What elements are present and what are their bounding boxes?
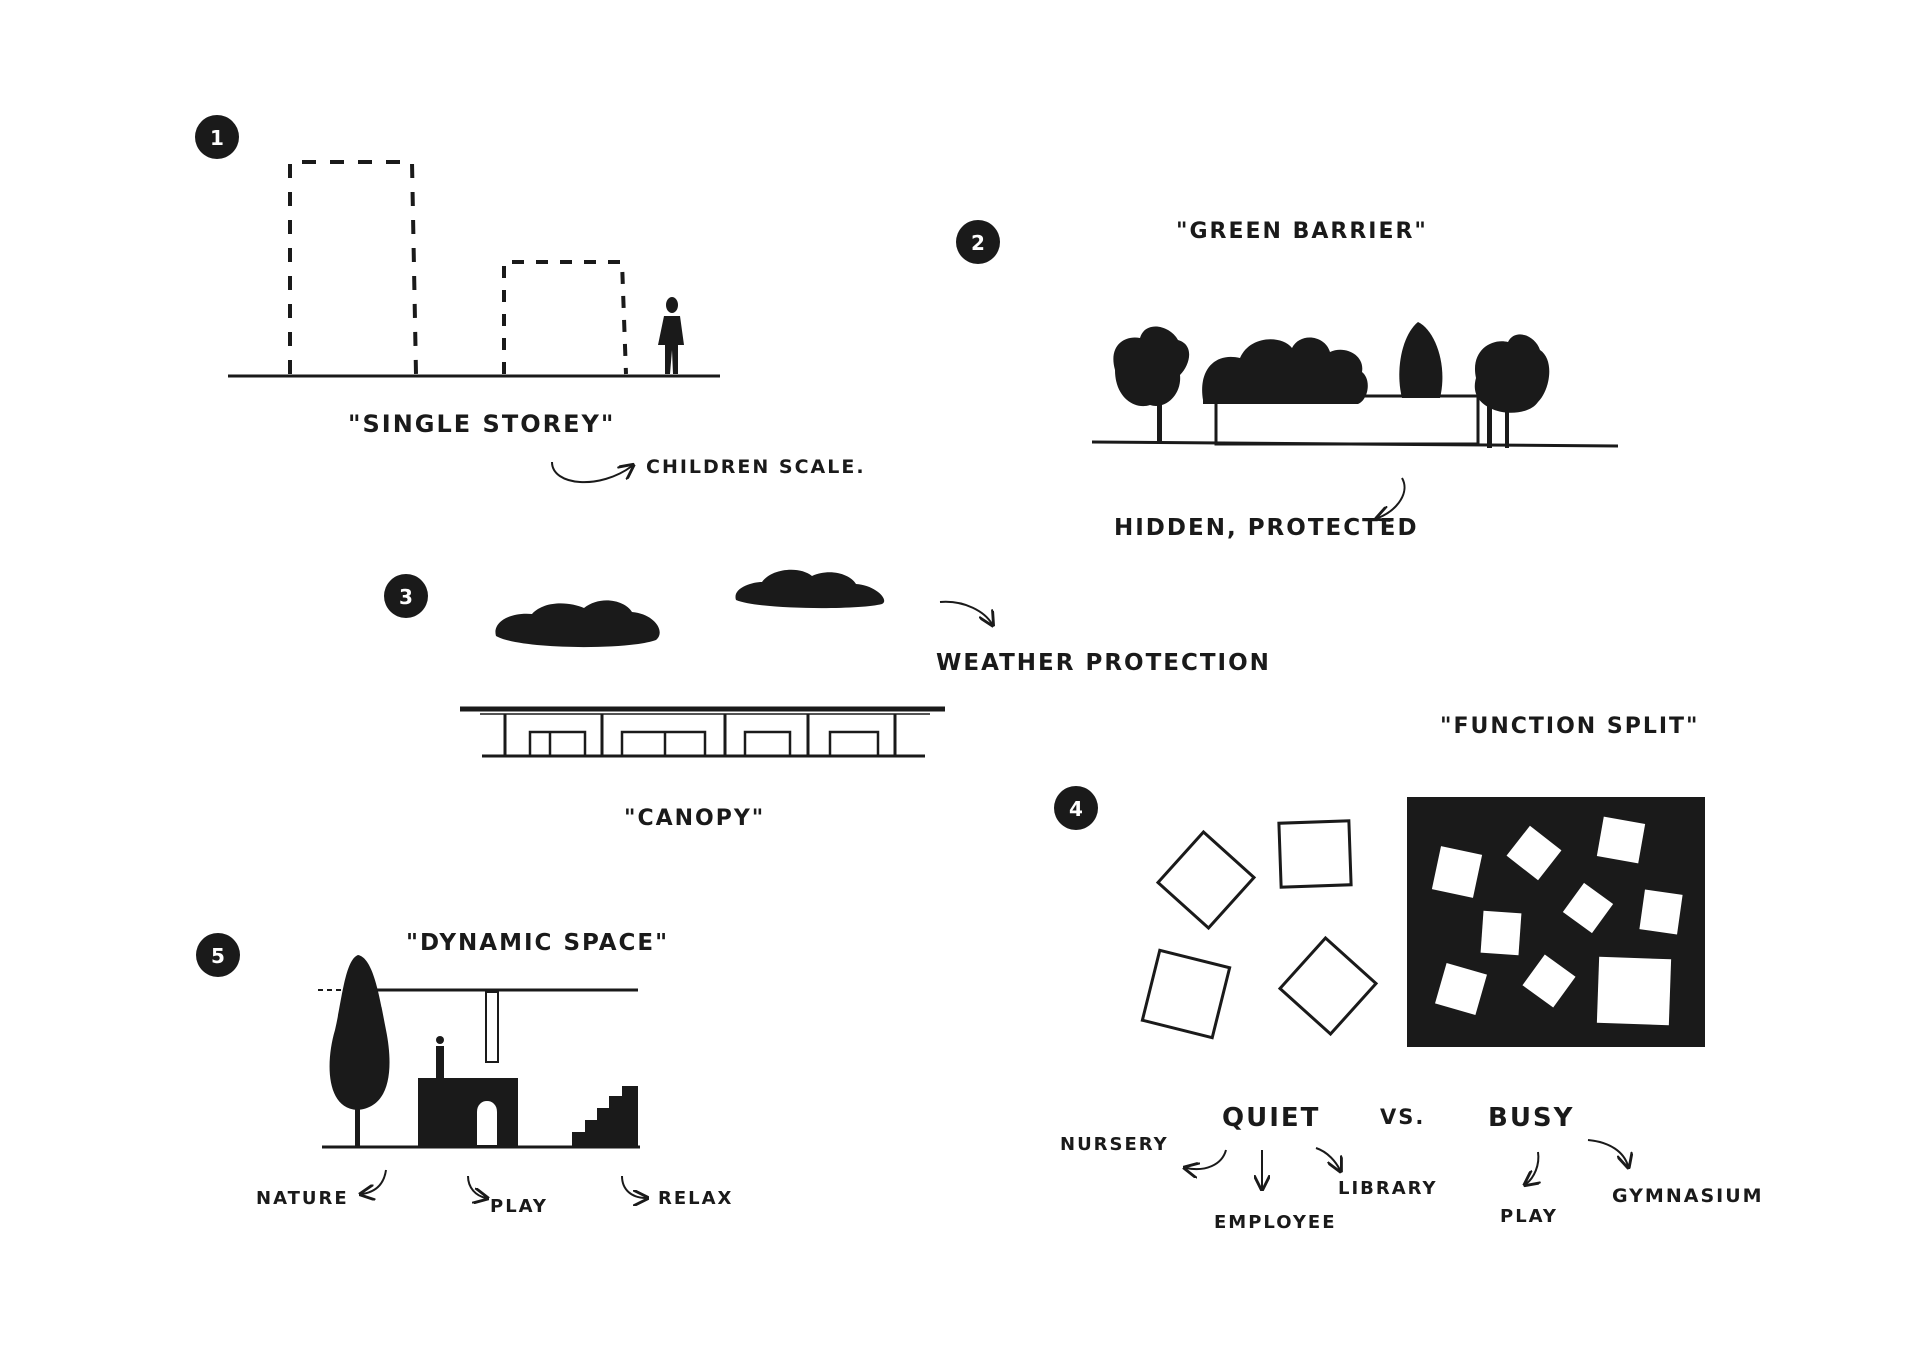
canopy-title: "CANOPY" — [624, 806, 765, 831]
number-badge-3-label: 3 — [399, 585, 413, 609]
weather-protection-note: WEATHER PROTECTION — [936, 650, 1271, 676]
play-label: PLAY — [490, 1196, 548, 1217]
arrow-to-play — [468, 1176, 486, 1198]
hedge-cluster — [1202, 337, 1368, 404]
relax-label: RELAX — [658, 1188, 733, 1209]
green-barrier-title: "GREEN BARRIER" — [1176, 219, 1428, 244]
arrow-to-weather-protection — [940, 602, 992, 624]
hanging-element — [486, 992, 498, 1062]
children-scale-note: CHILDREN SCALE. — [646, 456, 866, 478]
arrow-to-hidden-protected — [1378, 478, 1405, 518]
canopy-tree-right — [735, 570, 884, 608]
arrow-to-nursery — [1186, 1150, 1226, 1169]
dynamic-space-title: "DYNAMIC SPACE" — [406, 930, 669, 956]
stairs — [572, 1086, 638, 1146]
arrow-to-relax — [622, 1176, 646, 1198]
gymnasium-label: GYMNASIUM — [1612, 1185, 1764, 1207]
arrow-to-nature — [362, 1170, 386, 1194]
right-tree-icon — [1475, 334, 1550, 448]
library-label: LIBRARY — [1338, 1178, 1438, 1199]
play-block — [418, 1078, 518, 1146]
tall-building-outline — [290, 162, 416, 374]
sketch-3-canopy: 3 WEATHER PROTECTION "CANOPY" — [384, 570, 1271, 831]
ground-line-2 — [1092, 442, 1618, 446]
number-badge-2-label: 2 — [971, 231, 985, 255]
low-building-outline — [504, 262, 626, 374]
canopy-tree-left — [495, 600, 659, 647]
narrow-tree-icon — [1399, 322, 1442, 398]
arrow-to-gymnasium — [1588, 1140, 1628, 1166]
arrow-to-library — [1316, 1148, 1340, 1170]
vs-label: VS. — [1380, 1105, 1425, 1129]
nursery-label: NURSERY — [1060, 1134, 1169, 1155]
sketch-2-green-barrier: 2 "GREEN BARRIER" HIDDEN, PROTECTED — [956, 219, 1618, 541]
busy-label: BUSY — [1488, 1103, 1574, 1133]
single-storey-title: "SINGLE STOREY" — [348, 410, 615, 438]
arrow-to-play — [1526, 1152, 1538, 1184]
sketch-4-function-split: 4 "FUNCTION SPLIT" QUIET VS. BUSY — [1054, 714, 1764, 1233]
left-tree-icon — [1113, 326, 1189, 444]
person-on-block-icon — [436, 1036, 444, 1078]
quiet-volumes — [1142, 821, 1376, 1038]
employee-label: EMPLOYEE — [1214, 1212, 1337, 1233]
child-figure-icon — [658, 297, 684, 374]
nature-label: NATURE — [256, 1188, 349, 1209]
arrow-to-children-scale — [552, 462, 632, 482]
function-split-title: "FUNCTION SPLIT" — [1440, 714, 1700, 739]
hidden-protected-note: HIDDEN, PROTECTED — [1114, 515, 1419, 541]
number-badge-1-label: 1 — [210, 126, 224, 150]
tall-tree-icon — [330, 955, 390, 1147]
sketch-5-dynamic-space: 5 "DYNAMIC SPACE" NATURE PLA — [196, 930, 733, 1217]
quiet-label: QUIET — [1222, 1103, 1320, 1133]
play-label-busy: PLAY — [1500, 1206, 1558, 1227]
number-badge-5-label: 5 — [211, 944, 225, 968]
number-badge-4-label: 4 — [1069, 797, 1083, 821]
canopy-pavilions — [530, 732, 878, 755]
canopy-columns — [505, 714, 895, 755]
sketch-1-single-storey: 1 "SINGLE STOREY" CHILDREN SCALE. — [195, 115, 866, 482]
